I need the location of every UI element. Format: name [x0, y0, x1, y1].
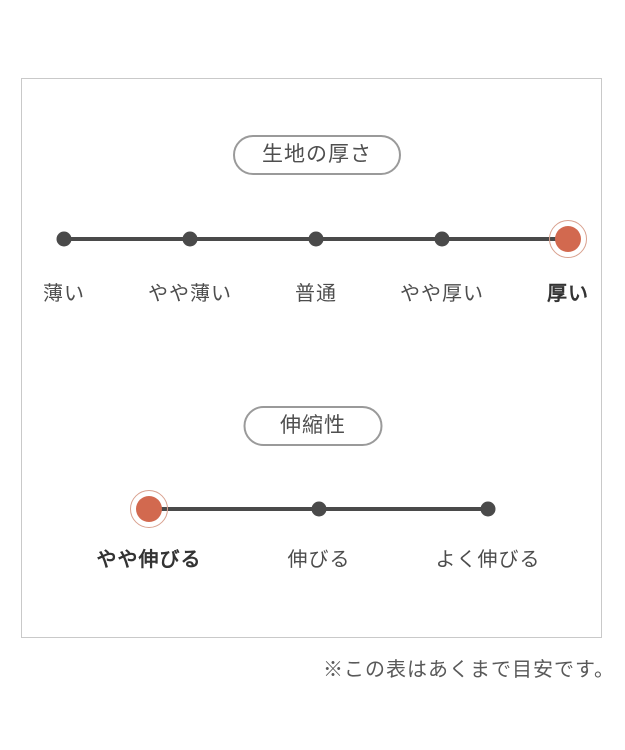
disclaimer-note: ※この表はあくまで目安です。 [323, 659, 615, 681]
thickness-option-label: 薄い [43, 283, 85, 305]
spec-panel: 生地の厚さ 薄い やや薄い 普通 やや厚い 厚い 伸縮性 やや伸びる 伸びる [21, 78, 602, 638]
thickness-selected-ring [549, 220, 587, 258]
stretch-option-label: よく伸びる [435, 549, 541, 571]
thickness-option-label: やや薄い [148, 283, 232, 305]
thickness-dot-4 [434, 231, 450, 247]
stretch-selected-ring [130, 490, 168, 528]
thickness-option-label: やや厚い [400, 283, 484, 305]
thickness-scale-title: 生地の厚さ [233, 135, 401, 175]
thickness-option-label: 普通 [295, 283, 337, 305]
stretch-option-label-selected: やや伸びる [96, 549, 202, 571]
stretch-dot-2 [311, 501, 327, 517]
stretch-scale-title: 伸縮性 [243, 406, 383, 446]
stretch-selected-dot [136, 496, 162, 522]
thickness-dot-3 [308, 231, 324, 247]
thickness-option-label-selected: 厚い [547, 283, 589, 305]
stretch-option-label: 伸びる [287, 549, 351, 571]
thickness-dot-1 [56, 231, 72, 247]
thickness-dot-2 [182, 231, 198, 247]
thickness-selected-dot [555, 226, 581, 252]
stretch-dot-3 [480, 501, 496, 517]
